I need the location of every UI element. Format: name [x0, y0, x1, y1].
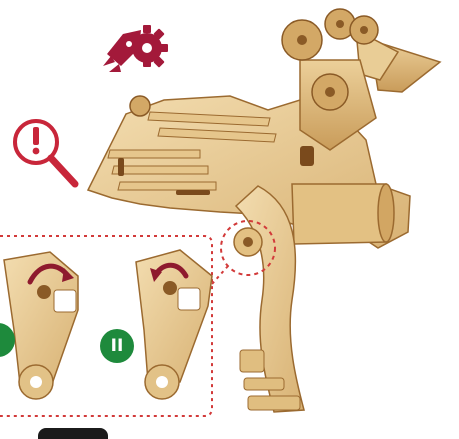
step-1-label: I: [0, 323, 15, 357]
step-2-label: II: [100, 329, 134, 363]
rocket-gear-icon: [103, 25, 168, 72]
detail-piece-step-2: [136, 250, 212, 399]
wooden-mechanical-bird-model: [88, 9, 440, 412]
magnifier-alert-icon: [15, 121, 75, 184]
bottom-dark-tab: [38, 428, 108, 439]
highlighted-knob: [234, 228, 262, 256]
callout-connector: [212, 266, 228, 284]
detail-piece-step-1: [4, 252, 78, 399]
